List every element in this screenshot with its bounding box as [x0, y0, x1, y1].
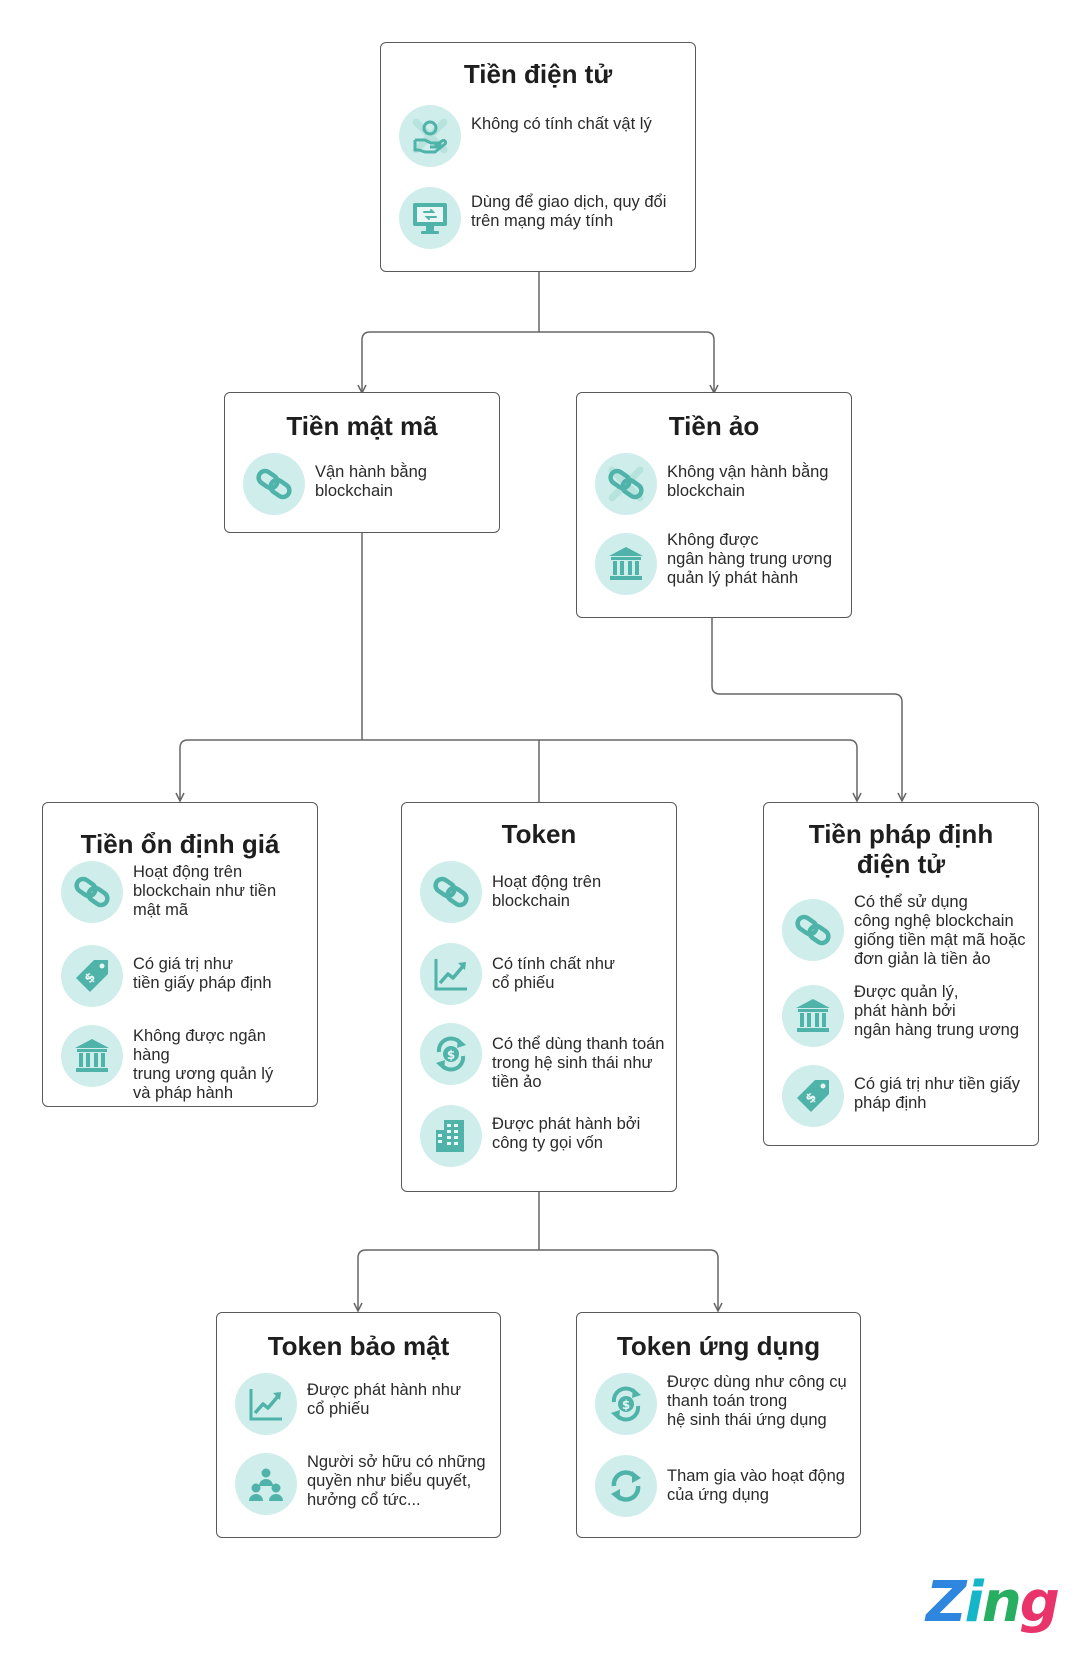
feature-item: Có thể sử dụng công nghệ blockchain giốn…: [782, 893, 1028, 968]
chart-up-icon: [420, 943, 482, 1005]
feature-item: Hoạt động trên blockchain như tiền mật m…: [61, 861, 307, 925]
no-physical-hand-icon: [399, 105, 461, 167]
feature-item: Tham gia vào hoạt động của ứng dụng: [595, 1455, 850, 1519]
node-title: Tiền mật mã: [286, 411, 438, 441]
feature-text: Dùng để giao dịch, quy đổi trên mạng máy…: [471, 193, 667, 230]
feature-item: Không được ngân hàng trung ương quản lý …: [595, 531, 841, 597]
feature-text: Có tính chất như cổ phiếu: [492, 955, 615, 992]
node-title: Token: [501, 819, 577, 849]
feature-text: Có giá trị như tiền giấy pháp định: [133, 955, 272, 992]
node-title: Tiền ổn định giá: [80, 829, 280, 859]
node-virtual-currency: Tiền ảo Không vận hành bằng blockchain K…: [576, 392, 852, 618]
feature-text: Được phát hành bởi công ty gọi vốn: [492, 1115, 641, 1152]
feature-item: Được phát hành như cổ phiếu: [235, 1373, 490, 1437]
node-utility-token: Token ứng dụng Được dùng như công cụ tha…: [576, 1312, 861, 1538]
money-exchange-icon: [420, 1023, 482, 1085]
node-electronic-money: Tiền điện tử Không có tính chất vật lý D…: [380, 42, 696, 272]
node-stablecoin: Tiền ổn định giá Hoạt động trên blockcha…: [42, 802, 318, 1107]
feature-text: Có thể dùng thanh toán trong hệ sinh thá…: [492, 1035, 665, 1091]
node-title: Token ứng dụng: [616, 1331, 821, 1361]
chain-link-icon: [782, 899, 844, 961]
node-title: Token bảo mật: [267, 1331, 450, 1361]
feature-item: Không được ngân hàng trung ương quản lý …: [61, 1025, 307, 1102]
feature-item: Có giá trị như tiền giấy pháp định: [782, 1065, 1028, 1129]
building-icon: [420, 1105, 482, 1167]
refresh-cycle-icon: [595, 1455, 657, 1517]
chart-up-icon: [235, 1373, 297, 1435]
feature-item: Có tính chất như cổ phiếu: [420, 943, 666, 1007]
feature-item: Hoạt động trên blockchain: [420, 861, 666, 925]
node-cbdc: Tiền pháp định điện tử Có thể sử dụng cô…: [763, 802, 1039, 1146]
feature-item: Dùng để giao dịch, quy đổi trên mạng máy…: [399, 187, 685, 251]
bank-icon: [595, 533, 657, 595]
shareholders-icon: [235, 1453, 297, 1515]
feature-text: Được dùng như công cụ thanh toán trong h…: [667, 1373, 847, 1429]
price-tag-icon: [61, 945, 123, 1007]
chain-link-crossed-icon: [595, 453, 657, 515]
feature-item: Được dùng như công cụ thanh toán trong h…: [595, 1373, 850, 1437]
feature-text: Không được ngân hàng trung ương quản lý …: [667, 531, 832, 587]
zing-logo: Zing: [926, 1570, 1060, 1635]
feature-text: Không vận hành bằng blockchain: [667, 463, 829, 500]
feature-item: Được phát hành bởi công ty gọi vốn: [420, 1105, 666, 1169]
node-title: Tiền ảo: [668, 411, 760, 441]
feature-item: Không vận hành bằng blockchain: [595, 453, 841, 517]
feature-text: Được phát hành như cổ phiếu: [307, 1381, 462, 1418]
bank-icon: [61, 1025, 123, 1087]
bank-icon: [782, 985, 844, 1047]
price-tag-icon: [782, 1065, 844, 1127]
feature-item: Được quản lý, phát hành bởi ngân hàng tr…: [782, 983, 1028, 1049]
chain-link-icon: [420, 861, 482, 923]
money-exchange-icon: [595, 1373, 657, 1435]
feature-item: Người sở hữu có những quyền như biểu quy…: [235, 1453, 490, 1517]
node-title: Tiền điện tử: [463, 59, 613, 89]
node-token: Token Hoạt động trên blockchain Có tính …: [401, 802, 677, 1192]
feature-item: Có thể dùng thanh toán trong hệ sinh thá…: [420, 1023, 666, 1091]
feature-text: Tham gia vào hoạt động của ứng dụng: [667, 1467, 845, 1504]
feature-text: Hoạt động trên blockchain: [492, 873, 602, 910]
feature-text: Có thể sử dụng công nghệ blockchain giốn…: [854, 893, 1026, 968]
node-cryptocurrency: Tiền mật mã Vận hành bằng blockchain: [224, 392, 500, 533]
feature-text: Không có tính chất vật lý: [471, 115, 652, 133]
computer-monitor-icon: [399, 187, 461, 249]
feature-text: Có giá trị như tiền giấy pháp định: [854, 1075, 1021, 1112]
chain-link-icon: [243, 453, 305, 515]
node-security-token: Token bảo mật Được phát hành như cổ phiế…: [216, 1312, 501, 1538]
feature-text: Hoạt động trên blockchain như tiền mật m…: [133, 863, 277, 919]
feature-item: Có giá trị như tiền giấy pháp định: [61, 945, 307, 1009]
feature-text: Không được ngân hàng trung ương quản lý …: [133, 1027, 274, 1102]
node-title: Tiền pháp định điện tử: [808, 819, 994, 879]
chain-link-icon: [61, 861, 123, 923]
feature-item: Không có tính chất vật lý: [399, 105, 685, 169]
feature-item: Vận hành bằng blockchain: [243, 453, 489, 517]
feature-text: Người sở hữu có những quyền như biểu quy…: [307, 1453, 486, 1509]
feature-text: Vận hành bằng blockchain: [315, 463, 427, 500]
feature-text: Được quản lý, phát hành bởi ngân hàng tr…: [854, 983, 1019, 1039]
